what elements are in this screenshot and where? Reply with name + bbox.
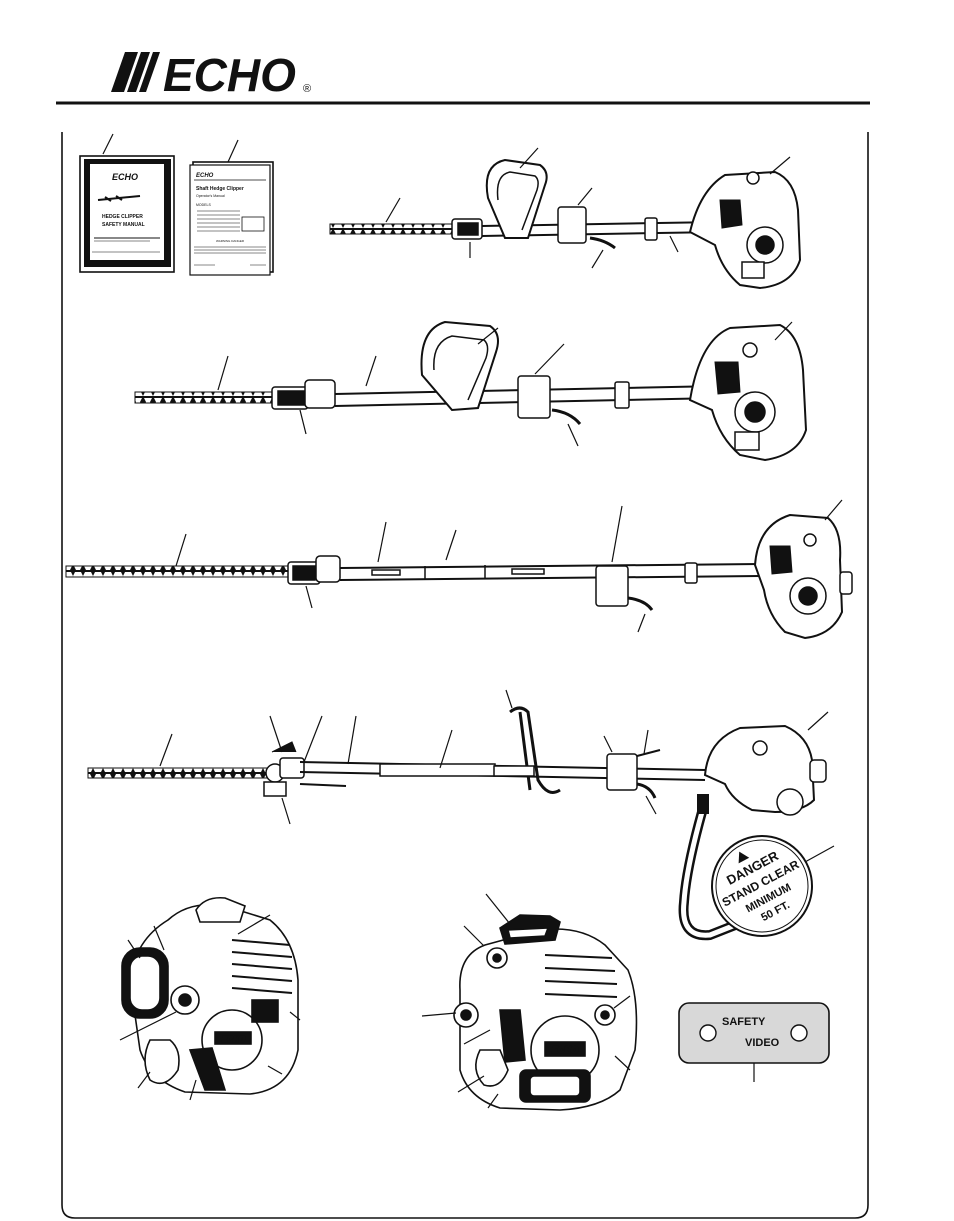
video-label: VIDEO <box>745 1037 780 1049</box>
echo-logo-text: ECHO <box>163 49 296 101</box>
unit-1-callouts <box>385 147 791 269</box>
operators-manual: ECHO Shaft Hedge Clipper Operator's Manu… <box>189 161 274 276</box>
callout-line <box>102 133 114 155</box>
hedge-clipper-unit-4 <box>87 706 827 816</box>
hedge-clipper-unit-3 <box>65 513 853 640</box>
op-manual-brand: ECHO <box>196 173 214 179</box>
op-manual-warning: WARNING DANGER <box>216 239 245 243</box>
engine-right-view: ECHO <box>453 914 638 1111</box>
safety-label: SAFETY <box>722 1016 766 1028</box>
callout-line <box>227 139 239 163</box>
engine-right-callouts <box>421 893 631 1109</box>
hedge-clipper-unit-2 <box>134 320 808 462</box>
unit-3-callouts <box>175 499 843 633</box>
engine-left-callouts <box>119 914 301 1101</box>
echo-logo: ECHO ® <box>111 49 311 101</box>
op-manual-subtitle: Operator's Manual <box>196 194 225 198</box>
manual-title-1: HEDGE CLIPPER <box>102 214 143 220</box>
content-frame <box>61 132 869 1219</box>
registered-mark: ® <box>303 83 311 95</box>
manual-brand: ECHO <box>112 172 138 182</box>
manual-title-2: SAFETY MANUAL <box>102 222 145 228</box>
hedge-clipper-unit-1 <box>329 158 802 290</box>
danger-tag: DANGER STAND CLEAR MINIMUM 50 FT. <box>678 794 813 941</box>
safety-manual-cover: ECHO HEDGE CLIPPER SAFETY MANUAL <box>79 155 175 273</box>
callout-line <box>804 845 835 863</box>
unit-2-callouts <box>217 321 793 447</box>
op-manual-section: MODELS <box>196 203 211 207</box>
safety-video: SAFETY VIDEO <box>678 1002 830 1082</box>
engine-left-view: ECHO <box>121 896 299 1095</box>
op-manual-title: Shaft Hedge Clipper <box>196 186 244 192</box>
engine-right-brand: ECHO <box>552 1045 578 1055</box>
unit-4-callouts <box>159 689 829 825</box>
engine-left-brand: ECHO <box>222 1035 246 1044</box>
